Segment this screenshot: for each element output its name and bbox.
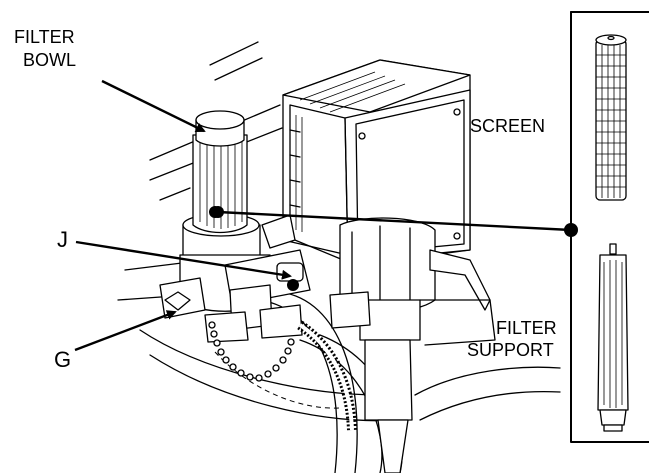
braided-hose <box>297 320 357 431</box>
filter-to-parts-line <box>217 210 572 232</box>
screen-label: SCREEN <box>470 116 545 136</box>
parts-panel <box>570 11 649 443</box>
labels: FILTER BOWL J G SCREEN FILTER SUPPORT <box>14 27 557 372</box>
connector-dot-bowl <box>212 206 224 218</box>
bead-chain <box>208 321 295 382</box>
leader-lines <box>74 79 578 352</box>
g-label: G <box>54 347 71 372</box>
filter-bowl-label-line2: BOWL <box>23 50 76 70</box>
filter-support-part <box>597 243 629 432</box>
filter-support-label-line2: SUPPORT <box>467 340 554 360</box>
connector-dot-panel <box>564 223 578 237</box>
screen-part <box>595 34 627 201</box>
filter-bowl <box>182 110 261 266</box>
filter-support-label-line1: FILTER <box>496 318 557 338</box>
g-arrow <box>74 310 177 352</box>
j-label: J <box>57 227 68 252</box>
filter-bowl-label-line1: FILTER <box>14 27 75 47</box>
filter-bowl-arrow <box>101 79 206 133</box>
j-arrow <box>75 240 292 280</box>
